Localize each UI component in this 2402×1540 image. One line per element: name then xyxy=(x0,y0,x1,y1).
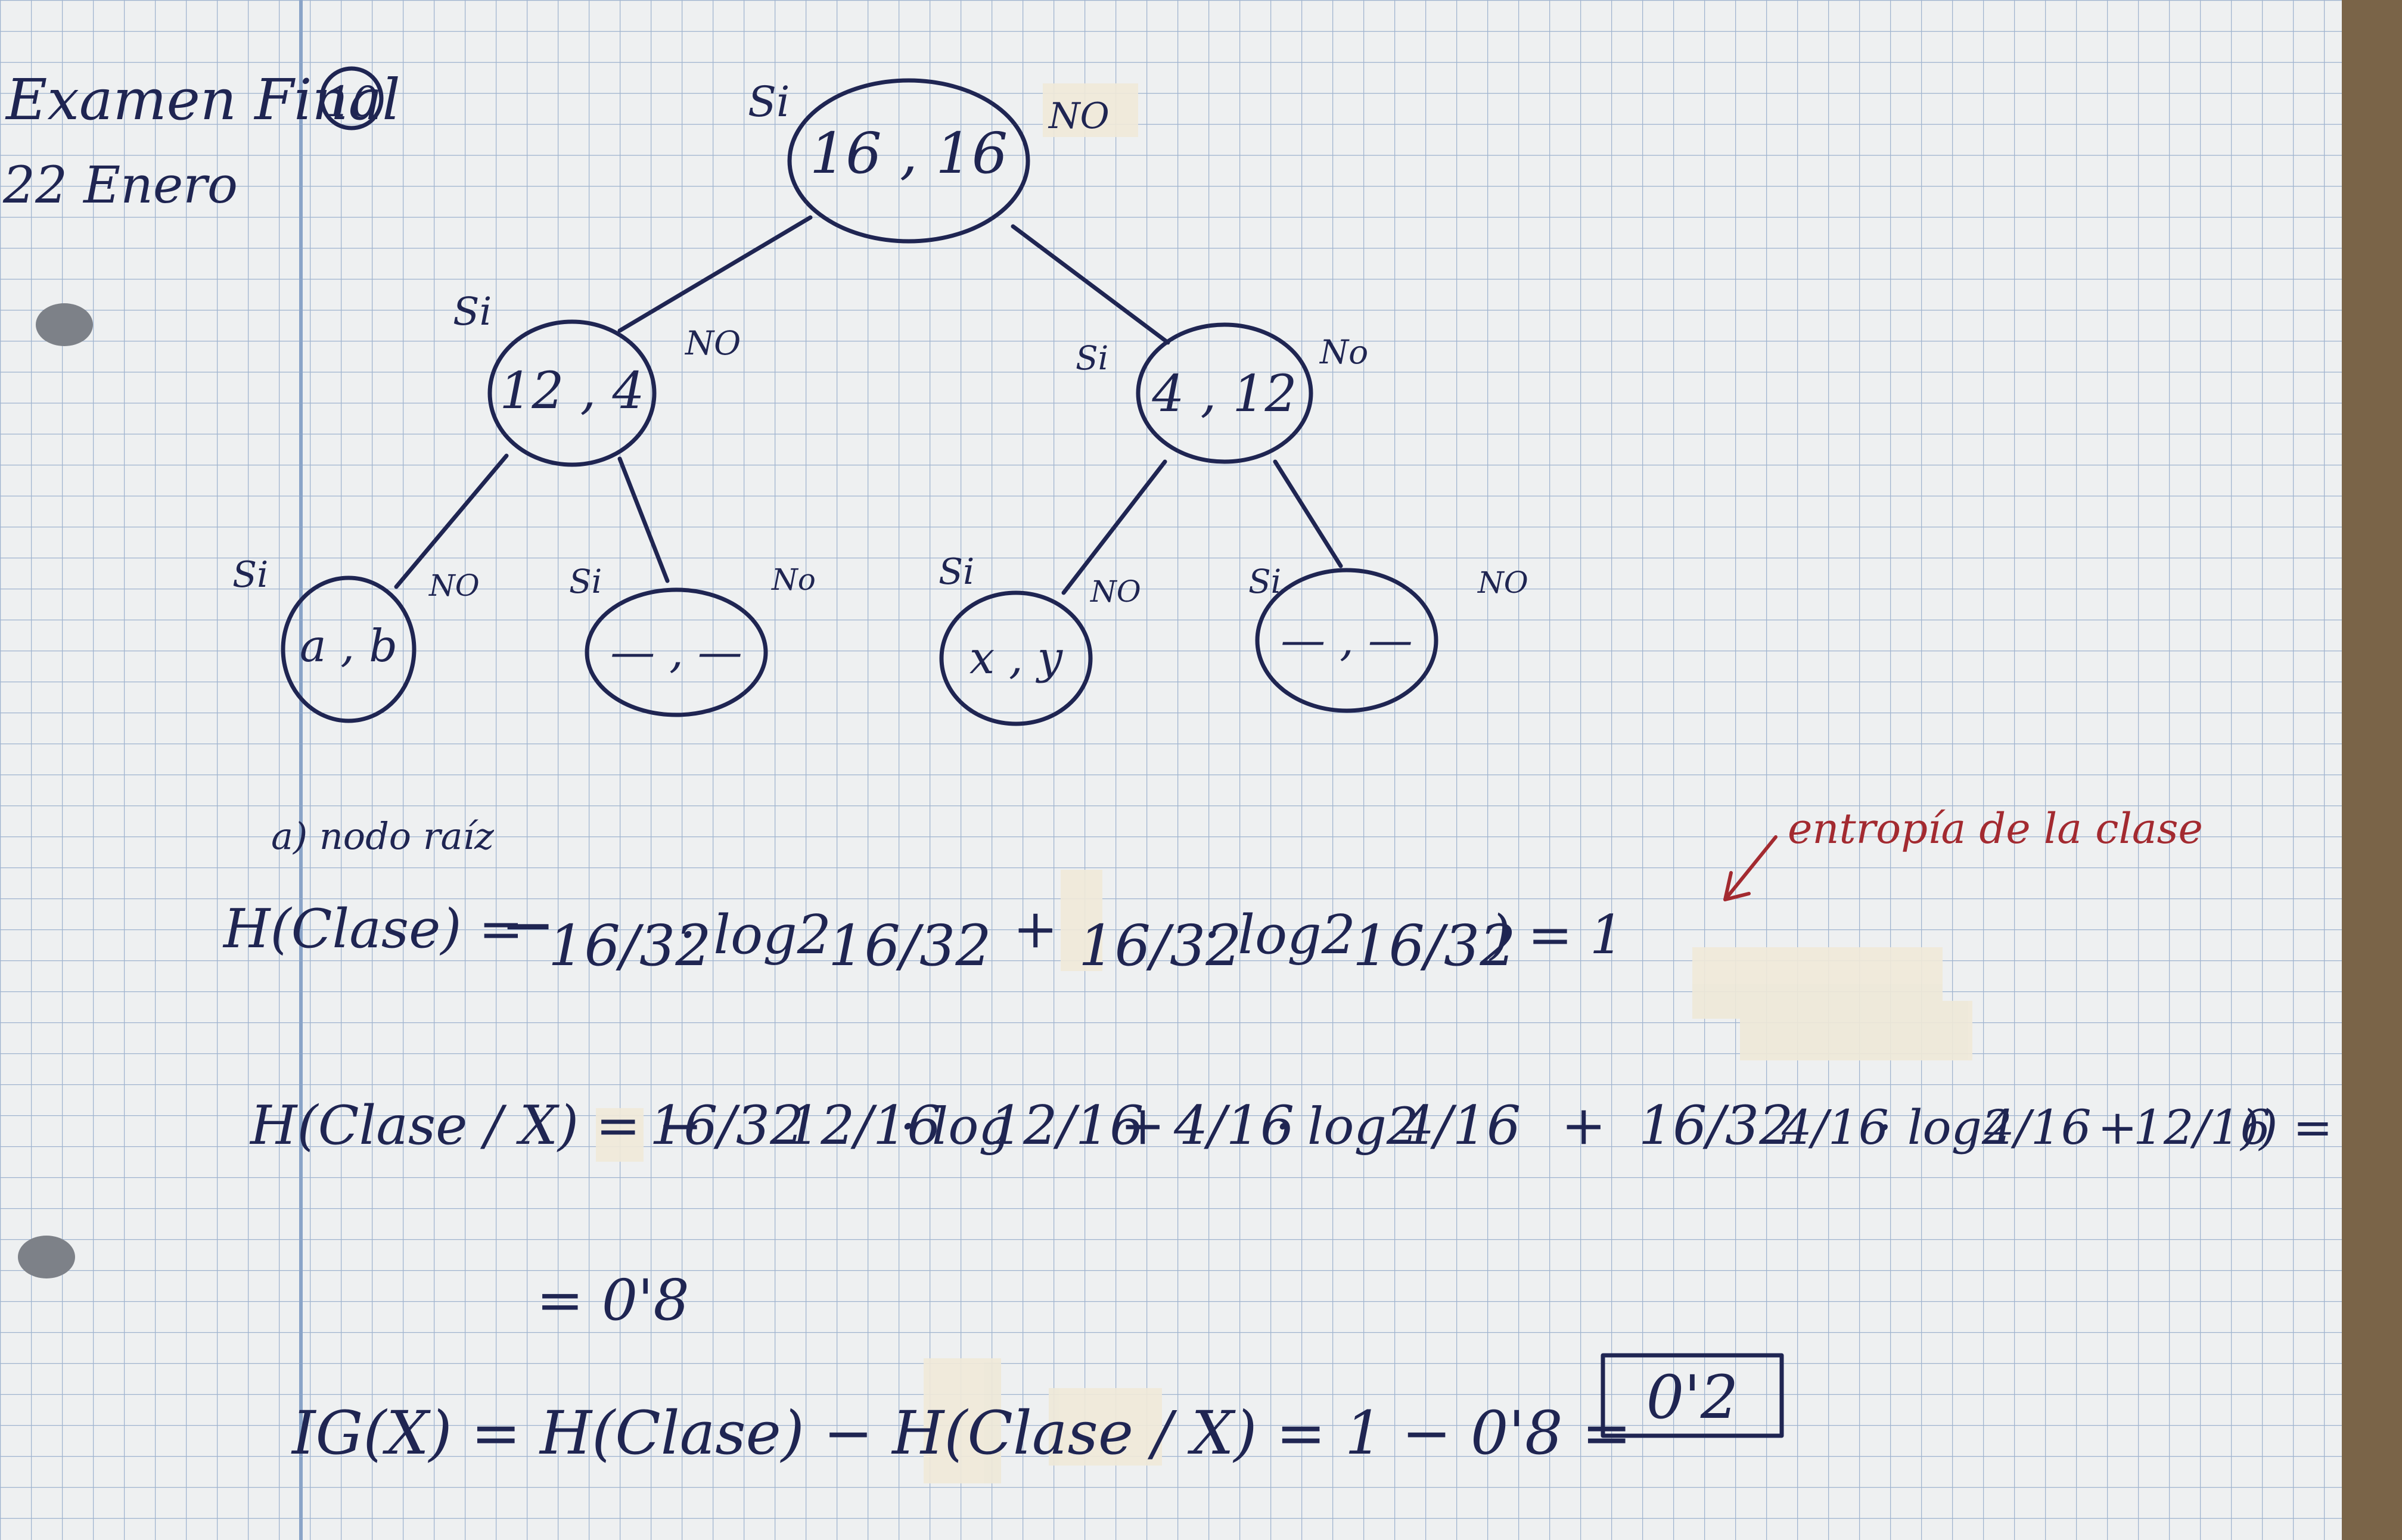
eq1-term1-frac: 16/32 xyxy=(548,913,711,979)
eq1-result: ) = 1 xyxy=(1489,904,1624,966)
eq2-frac-b-arg: 4/16 xyxy=(1400,1094,1521,1157)
leaf-4-yes-label: Si xyxy=(1248,562,1281,601)
equation-conditional-entropy: H(Clase / X) = − 16/32 12/16 · log 12/16… xyxy=(249,1094,2333,1157)
node-root-label: 16 , 16 xyxy=(810,121,1008,186)
leaf-2-yes-label: Si xyxy=(569,562,602,601)
result-box xyxy=(1601,1353,1784,1438)
eq1-term1-log: · log2 xyxy=(679,904,831,966)
eq1-term2-arg: 16/32 xyxy=(1353,913,1516,979)
eq2-plus3: + xyxy=(2098,1100,2137,1155)
node-left-label: 12 , 4 xyxy=(499,362,644,421)
eq1-plus: + xyxy=(1013,898,1058,960)
eq2-plus1: + xyxy=(1120,1094,1165,1157)
leaf-1-yes-label: Si xyxy=(232,554,268,596)
eq2-end: )) = xyxy=(2239,1100,2333,1155)
equation-information-gain: IG(X) = H(Clase) − H(Clase / X) = 1 − 0'… xyxy=(291,1353,1784,1468)
root-yes-label: Si xyxy=(748,77,790,126)
eq2-log2-b: · log2 xyxy=(1877,1100,2012,1155)
eq2-frac-b: 4/16 xyxy=(1173,1094,1294,1157)
grade-value: 10 xyxy=(325,77,378,126)
leaf-1-label: a , b xyxy=(300,620,397,672)
tree-node-left: 12 , 4 Si NO xyxy=(453,290,741,467)
eq2-lhs: H(Clase / X) = − xyxy=(249,1094,703,1157)
tree-leaf-4: — , — Si NO xyxy=(1248,562,1528,713)
eq2-result: = 0'8 xyxy=(536,1268,689,1333)
eq2-log2: · log2 xyxy=(1275,1097,1419,1156)
leaf-3-no-label: NO xyxy=(1090,574,1141,609)
root-no-label: NO xyxy=(1048,95,1110,137)
punch-hole-bottom xyxy=(18,1236,75,1278)
tree-node-right: 4 , 12 Si No xyxy=(1076,322,1368,464)
eq2-weight2: 16/32 xyxy=(1639,1094,1793,1157)
equation-class-entropy: H(Clase) = − 16/32 · log2 16/32 + 16/32 … xyxy=(222,886,1624,979)
leaf-3-yes-label: Si xyxy=(939,551,974,593)
eq2-frac-c: 12/16 xyxy=(2133,1100,2271,1155)
eq2-weight1: 16/32 xyxy=(650,1094,804,1157)
eq2-frac-a: 12/16 xyxy=(787,1094,941,1157)
tree-leaf-2: — , — Si No xyxy=(569,562,816,717)
eq2-frac-d-arg: 4/16 xyxy=(1984,1100,2092,1155)
grade-circle xyxy=(319,66,384,130)
eq2-frac-d: 4/16 xyxy=(1781,1100,1889,1155)
left-no-label: NO xyxy=(684,324,741,362)
eq1-lhs: H(Clase) = xyxy=(222,898,523,960)
eq1-neg: − xyxy=(501,886,555,963)
left-yes-label: Si xyxy=(453,290,492,334)
node-right-label: 4 , 12 xyxy=(1151,365,1297,424)
leaf-1-no-label: NO xyxy=(428,568,480,603)
leaf-2-label: — , — xyxy=(610,626,742,678)
exam-date: 22 Enero xyxy=(2,156,238,215)
punch-hole-top xyxy=(36,303,93,346)
grid-pattern xyxy=(0,0,2342,1540)
eq1-term2-log: · log2 xyxy=(1204,904,1356,966)
eq2-frac-a-arg: 12/16 xyxy=(989,1094,1143,1157)
leaf-4-label: — , — xyxy=(1281,614,1413,666)
desk-edge xyxy=(2342,0,2402,1540)
eq1-term1-arg: 16/32 xyxy=(828,913,992,979)
right-yes-label: Si xyxy=(1076,339,1108,377)
entropy-note: entropía de la clase xyxy=(1788,804,2203,853)
tree-node-root: 16 , 16 Si NO xyxy=(748,77,1110,244)
tree-leaf-3: x , y Si NO xyxy=(939,551,1141,726)
part-label: a) nodo raíz xyxy=(271,814,494,858)
leaf-4-no-label: NO xyxy=(1477,565,1528,600)
eq2-log: · log xyxy=(900,1097,1011,1156)
right-no-label: No xyxy=(1319,333,1368,371)
correction-tape xyxy=(596,83,1972,1483)
eq1-term2-frac: 16/32 xyxy=(1079,913,1242,979)
eq2-plus2: + xyxy=(1561,1094,1606,1157)
leaf-2-no-label: No xyxy=(771,562,816,597)
eq3-result: 0'2 xyxy=(1646,1362,1739,1432)
tree-edges xyxy=(394,215,1343,595)
leaf-3-label: x , y xyxy=(969,631,1064,684)
tree-leaf-1: a , b Si NO xyxy=(232,554,480,723)
eq3-lhs: IG(X) = H(Clase) − H(Clase / X) = 1 − 0'… xyxy=(291,1398,1632,1468)
note-arrow xyxy=(1723,835,1778,901)
